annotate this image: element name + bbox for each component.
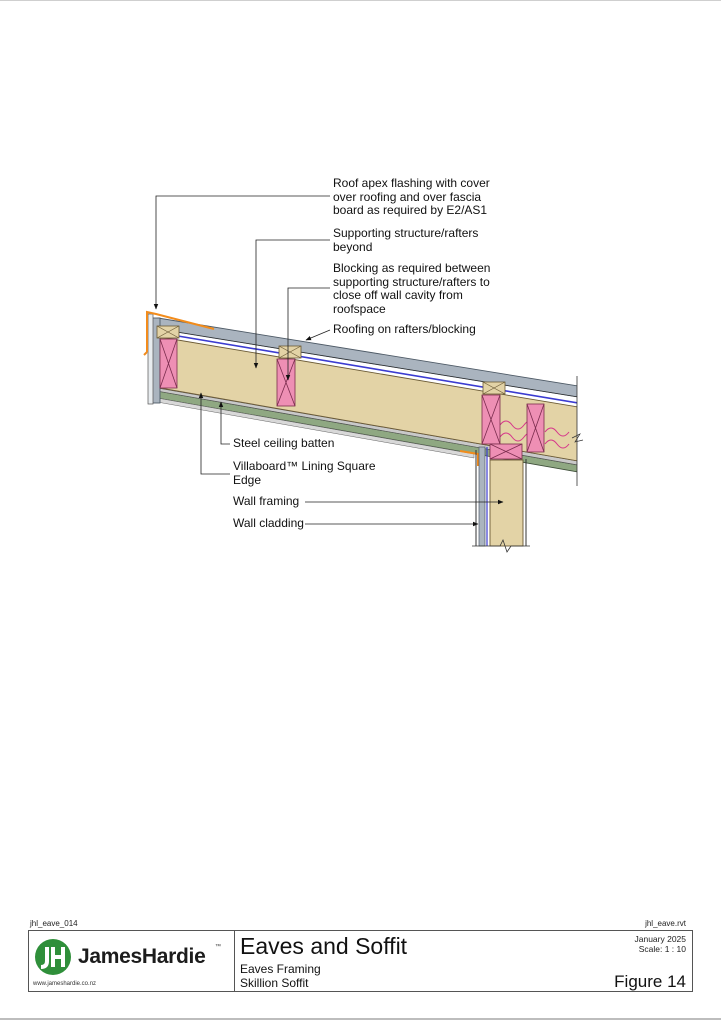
page-bottom-edge [0,1018,721,1020]
callout-wall-framing: Wall framing [233,494,300,508]
callout-ceiling-batten: Steel ceiling batten [233,436,335,450]
drawing-date: January 2025 [634,934,686,944]
wall-framing-stud [489,459,524,547]
blocking-timbers [156,325,506,395]
drawing-scale: Scale: 1 : 10 [638,944,686,954]
wall-break-line [472,538,530,553]
callout-apex-flashing: Roof apex flashing with cover over roofi… [333,176,490,217]
website-link[interactable]: www.jameshardie.co.nz [33,981,97,987]
title-block: JamesHardie ™ www.jameshardie.co.nz Eave… [28,930,693,992]
apex-flashing [146,310,215,352]
drawing-subtitle-1: Eaves Framing [240,962,321,976]
leader-lines [153,195,504,527]
callout-blocking: Blocking as required between supporting … [333,261,491,316]
drawing-title: Eaves and Soffit [240,933,408,959]
james-hardie-logo-icon [35,939,71,975]
wall-cladding-strip [478,446,486,547]
logo-trademark: ™ [215,944,221,950]
pink-blocking [159,338,545,460]
callout-villaboard: Villaboard™ Lining Square Edge [233,459,376,487]
figure-number: Figure 14 [614,972,686,991]
drawing-subtitle-2: Skillion Soffit [240,976,309,990]
file-name: jhl_eave.rvt [645,919,686,928]
callout-roofing: Roofing on rafters/blocking [333,322,476,336]
callout-wall-cladding: Wall cladding [233,516,304,530]
drawing-code: jhl_eave_014 [30,919,78,928]
roof-underlay [159,332,577,404]
logo-wordmark: JamesHardie [78,945,206,968]
soffit-end-flashing [459,450,479,466]
callout-supporting-structure: Supporting structure/rafters beyond [333,226,479,254]
page-top-edge [0,0,721,1]
logo-cell: JamesHardie ™ www.jameshardie.co.nz [29,931,235,991]
